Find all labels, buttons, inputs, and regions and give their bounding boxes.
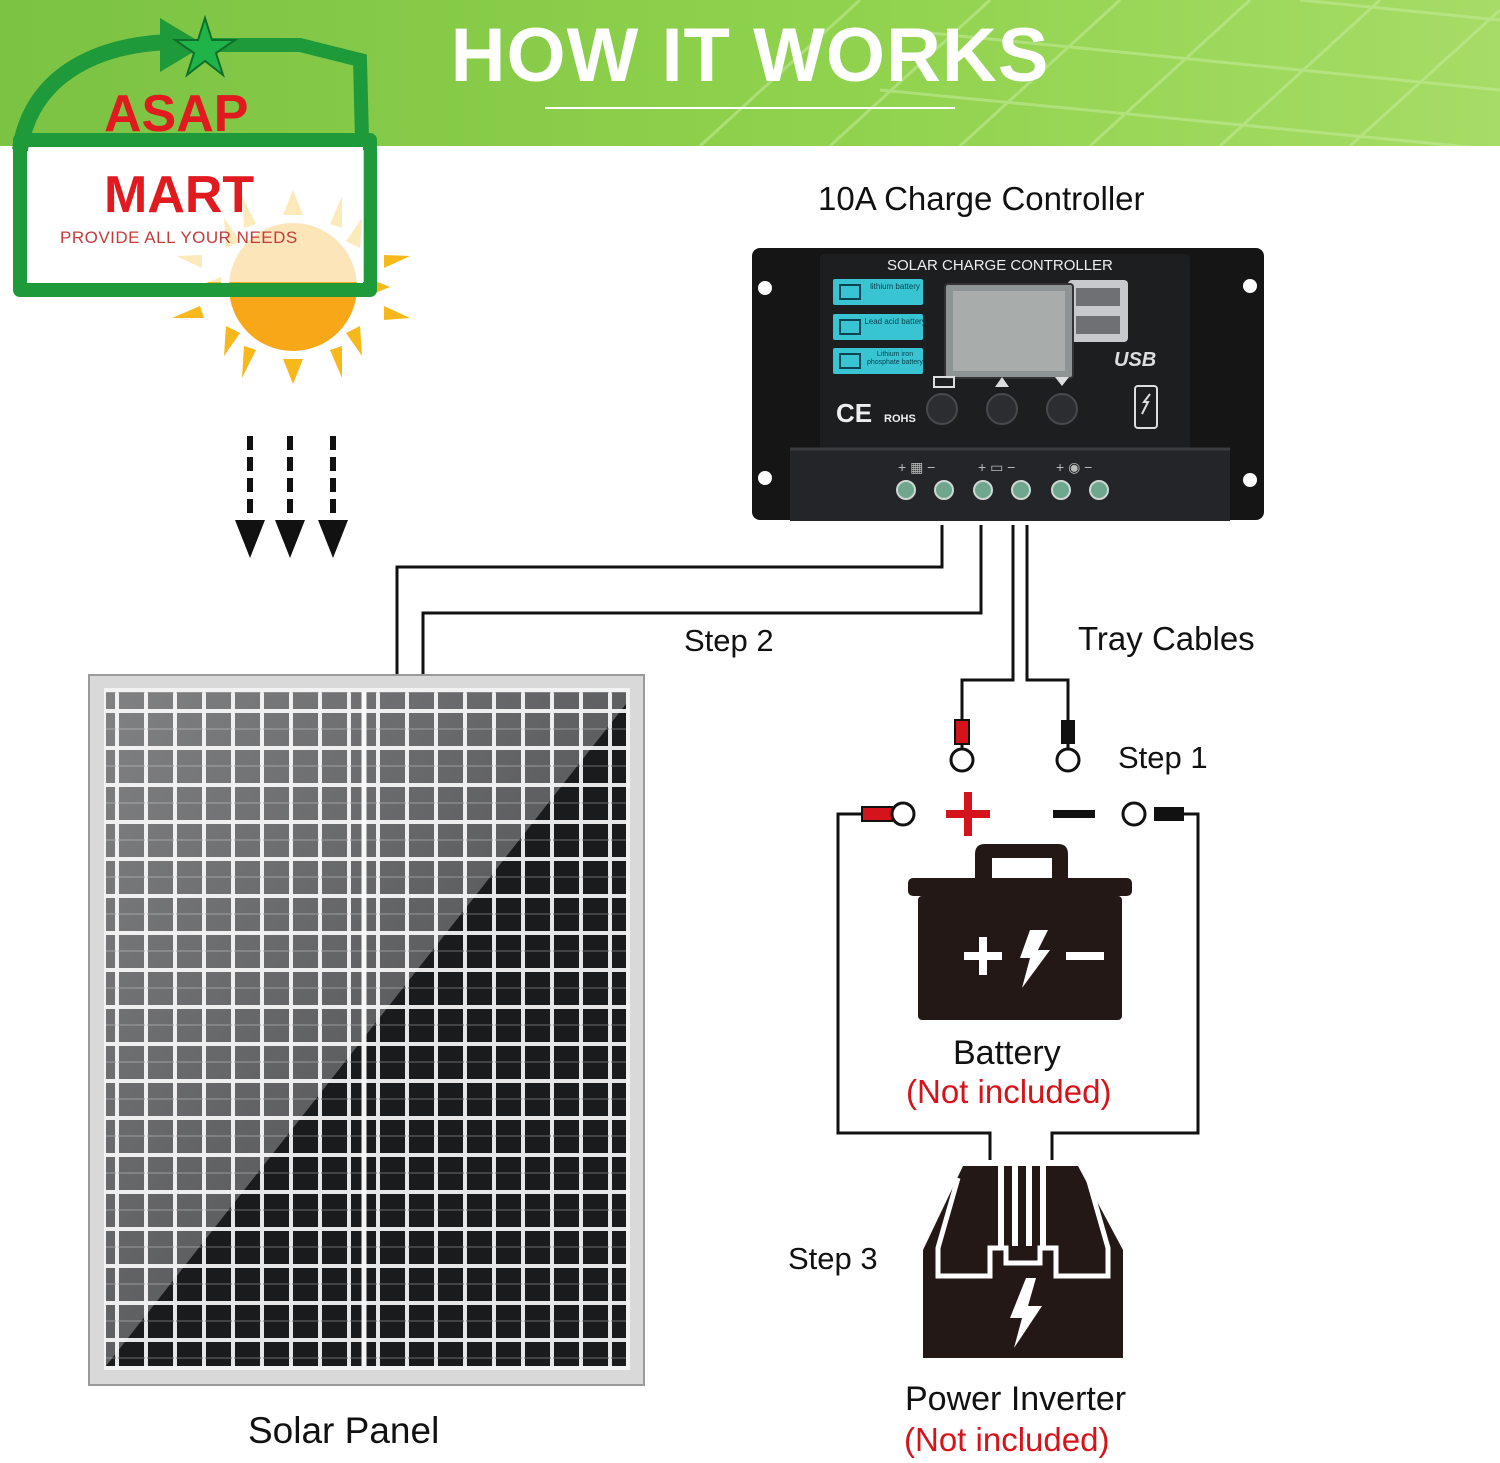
asap-mart-logo	[12, 14, 377, 297]
rohs-mark: ROHS	[884, 413, 916, 425]
title-underline	[545, 107, 955, 109]
tray-cables-label: Tray Cables	[1078, 620, 1255, 657]
inverter-cable-negative	[1050, 812, 1200, 1160]
logo-line1: ASAP	[104, 85, 249, 143]
logo-line2: MART	[104, 166, 255, 224]
battery-icon	[908, 844, 1132, 1020]
ce-mark: CE	[836, 398, 873, 428]
solar-grid-pattern	[698, 0, 1500, 146]
svg-text:+ ▭ −: + ▭ −	[978, 459, 1015, 475]
solar-cable-positive	[395, 525, 944, 675]
mode-lifepo4: Lithium iron phosphate battery	[866, 351, 924, 366]
solar-cable-negative	[421, 525, 983, 675]
svg-text:+ ◉ −: + ◉ −	[1056, 459, 1092, 475]
inverter-cable-positive	[836, 812, 992, 1160]
battery-label: Battery	[953, 1034, 1061, 1072]
logo-tagline: PROVIDE ALL YOUR NEEDS	[60, 228, 298, 247]
inverter-not-included: (Not included)	[904, 1421, 1110, 1458]
battery-not-included: (Not included)	[906, 1073, 1112, 1110]
solar-panel	[88, 674, 645, 1386]
svg-text:+ ▦ −: + ▦ −	[898, 459, 935, 475]
charge-controller: + ▦ − + ▭ − + ◉ −	[752, 248, 1264, 521]
step3-label: Step 3	[788, 1241, 878, 1276]
battery-cable-negative	[1025, 525, 1070, 722]
step2-label: Step 2	[684, 623, 774, 658]
solar-panel-label: Solar Panel	[248, 1410, 440, 1451]
battery-cable-positive	[960, 525, 1015, 722]
plus-symbol	[946, 792, 990, 836]
page-title: HOW IT WORKS	[450, 13, 1050, 98]
controller-panel-text: SOLAR CHARGE CONTROLLER	[887, 257, 1113, 274]
mode-lithium: lithium battery	[870, 282, 920, 291]
inverter-label: Power Inverter	[905, 1380, 1127, 1418]
header-banner	[0, 0, 1500, 146]
mode-lead-acid: Lead acid battery	[864, 317, 926, 326]
sunlight-arrows-icon	[235, 436, 348, 558]
controller-title: 10A Charge Controller	[818, 180, 1145, 217]
minus-symbol	[1053, 810, 1095, 818]
inverter-icon	[923, 1166, 1123, 1358]
step1-label: Step 1	[1118, 740, 1208, 775]
usb-label: USB	[1114, 349, 1157, 371]
